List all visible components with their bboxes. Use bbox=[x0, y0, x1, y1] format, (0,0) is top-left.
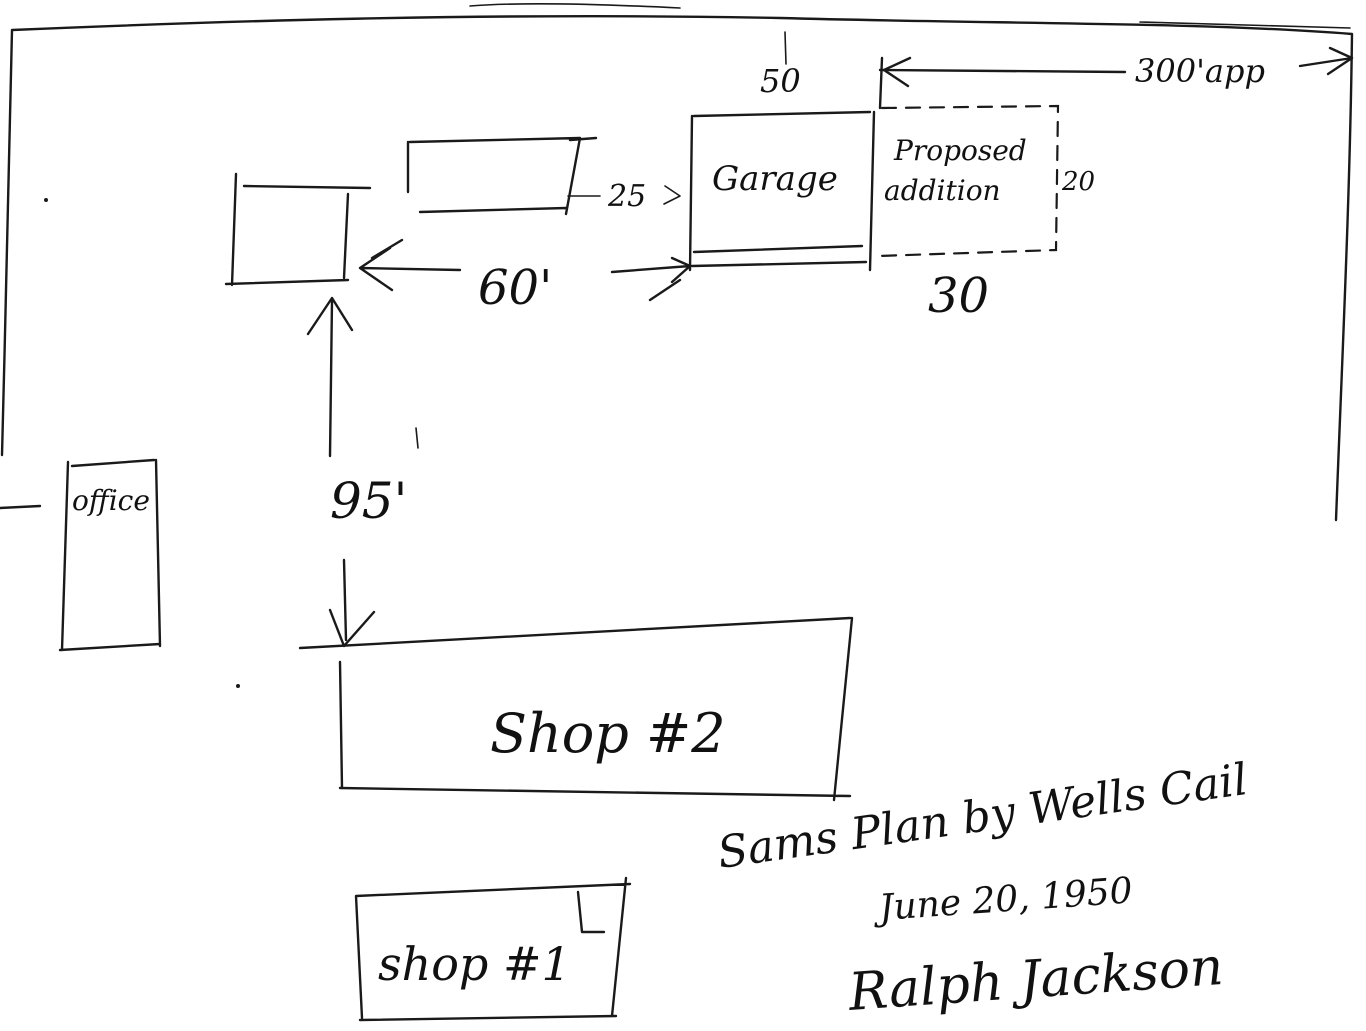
distance-25-arrowhead bbox=[663, 185, 681, 205]
proposed-addition-outline bbox=[876, 104, 1060, 258]
distance-300-arrow-right bbox=[1298, 46, 1354, 76]
top-dimension-tick bbox=[784, 31, 787, 65]
property-boundary bbox=[0, 14, 1354, 522]
distance-300-arrow-left bbox=[882, 56, 912, 88]
side-dimension-label: 20 bbox=[1061, 167, 1095, 197]
signature-line-3: Ralph Jackson bbox=[846, 937, 1226, 1023]
shop-1-label: shop #1 bbox=[378, 937, 571, 991]
top-edge-scribble bbox=[469, 3, 1351, 29]
boundary-marker bbox=[878, 56, 1127, 110]
small-building bbox=[224, 172, 372, 287]
shop-2-label: Shop #2 bbox=[490, 702, 726, 765]
distance-60-label: 60' bbox=[478, 260, 552, 316]
garage-building bbox=[688, 110, 876, 272]
shop-2-building bbox=[298, 616, 854, 802]
ink-dot bbox=[44, 198, 48, 202]
distance-95-tick bbox=[415, 427, 419, 449]
distance-60-arrow-right bbox=[610, 256, 692, 302]
proposed-addition-label-2: addition bbox=[884, 174, 1001, 207]
distance-25-label: 25 bbox=[607, 179, 646, 214]
signature-line-2: June 20, 1950 bbox=[871, 870, 1134, 929]
proposed-addition-label-1: Proposed bbox=[893, 134, 1027, 167]
ink-dot bbox=[236, 684, 240, 688]
signature-line-1: Sams Plan by Wells Cail bbox=[714, 754, 1250, 879]
distance-95-line bbox=[306, 296, 376, 648]
garage-label: Garage bbox=[712, 159, 838, 199]
office-building bbox=[0, 458, 162, 652]
distance-95-label: 95' bbox=[330, 472, 407, 530]
shop-1-building bbox=[354, 876, 632, 1022]
distance-300-label: 300'app bbox=[1135, 52, 1265, 90]
distance-60-arrow-left bbox=[358, 238, 462, 292]
top-dimension-label: 50 bbox=[760, 62, 801, 100]
office-label: office bbox=[72, 484, 150, 517]
bottom-addition-dimension-label: 30 bbox=[928, 268, 989, 324]
middle-building bbox=[406, 136, 598, 216]
